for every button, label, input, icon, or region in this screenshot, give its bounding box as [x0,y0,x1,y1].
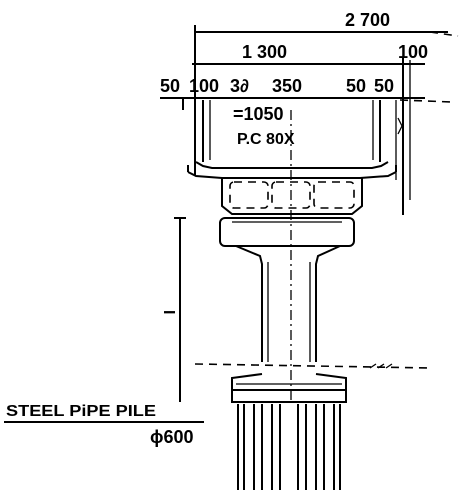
steel-pipe-piles [237,404,341,490]
pier-column: I [160,217,433,402]
seg-6-text: 50 [374,76,394,96]
right-overhang-text: 100 [398,42,428,62]
girder-bottom-flange [187,171,397,179]
overall-dimension-extension [429,31,459,37]
dimension-overall-width: 2 700 [195,10,459,37]
column-left-taper [235,245,263,362]
girder-span-text: =1050 [233,104,284,124]
seg-1-text: 50 [160,76,180,96]
seg-5-text: 50 [346,76,366,96]
seg-4-text: 350 [272,76,302,96]
pile-label: STEEL PiPE PILE ϕ600 [4,403,204,447]
right-bracket-mark [397,117,403,135]
pier-height-marker: I [160,310,177,314]
overall-width-text: 2 700 [345,10,390,30]
segment-dimension-extension [399,99,453,103]
pier-cap [219,178,363,247]
dimension-extension-lines [182,25,411,215]
ground-hatch [369,363,393,369]
footing-outline [231,373,347,403]
girder-bottom-flange-top [195,161,389,169]
box-width-text: 1 300 [242,42,287,62]
pc-box-girder: P.C 80X [187,100,397,179]
bearing-band [219,217,355,247]
dimension-box-width: 1 300 100 [192,42,428,65]
pile-title: STEEL PiPE PILE [6,403,156,420]
pier-cap-cell-3 [313,181,355,209]
pile-size: ϕ600 [150,427,194,447]
seg-2-text: 100 [189,76,219,96]
seg-3-text: 3∂ [230,76,249,96]
column-right-taper [315,245,341,362]
dimension-girder-segments: 50 100 3∂ 350 50 50 =1050 [160,76,453,124]
footing [231,373,347,403]
girder-label: P.C 80X [237,131,295,148]
ground-line [194,363,433,369]
pier-cap-cell-1 [229,181,269,209]
pier-cap-cell-2 [271,181,311,209]
pier-cap-outline [221,178,363,215]
